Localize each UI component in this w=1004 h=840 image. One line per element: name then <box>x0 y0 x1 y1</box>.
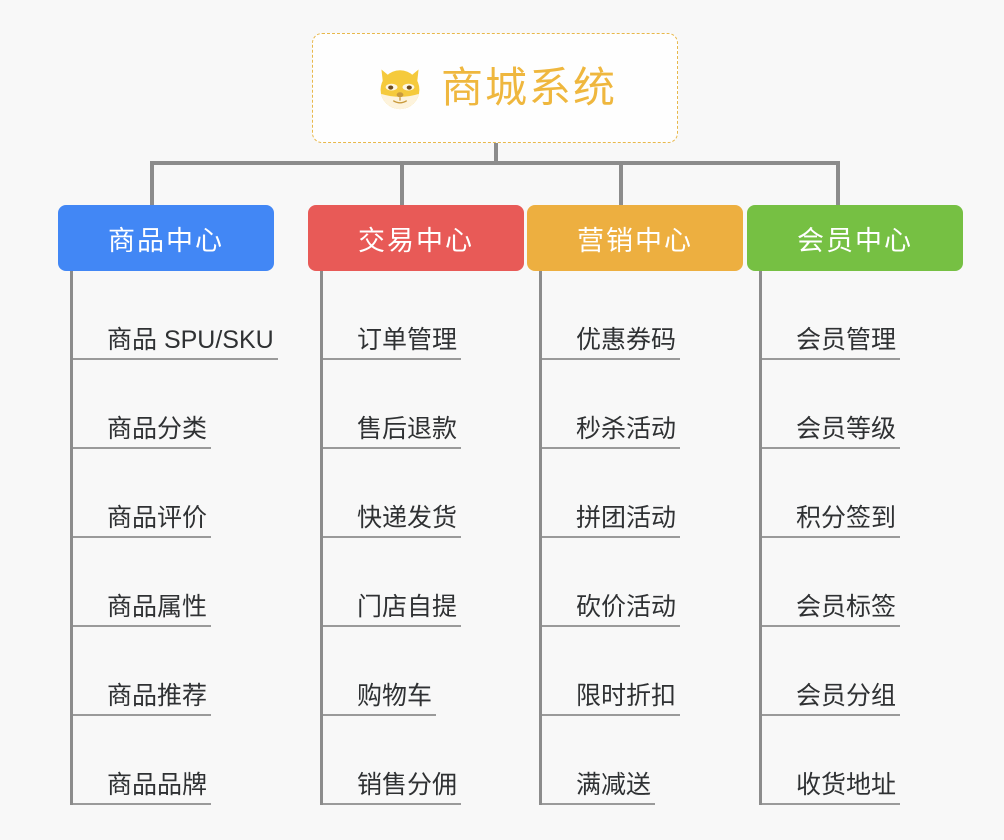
list-item[interactable]: 商品 SPU/SKU <box>73 271 278 360</box>
list-item-label: 会员标签 <box>796 593 897 621</box>
list-item-label: 会员等级 <box>796 415 897 443</box>
list-item[interactable]: 商品评价 <box>73 449 274 538</box>
item-underline <box>73 803 211 805</box>
item-list-marketing: 优惠券码 秒杀活动 拼团活动 砍价活动 限时折扣 满减送 <box>539 271 743 805</box>
item-underline <box>762 625 900 627</box>
list-item-label: 订单管理 <box>357 326 458 354</box>
list-item[interactable]: 购物车 <box>323 627 524 716</box>
list-item[interactable]: 售后退款 <box>323 360 524 449</box>
list-item-label: 购物车 <box>357 682 433 710</box>
item-underline <box>73 358 278 360</box>
list-item-label: 商品评价 <box>107 504 208 532</box>
list-item[interactable]: 限时折扣 <box>542 627 743 716</box>
list-item[interactable]: 商品分类 <box>73 360 274 449</box>
category-header-label: 营销中心 <box>577 225 693 256</box>
item-underline <box>762 803 900 805</box>
connector-drop-4 <box>836 161 840 205</box>
item-underline <box>323 803 461 805</box>
list-item[interactable]: 订单管理 <box>323 271 524 360</box>
list-item[interactable]: 快递发货 <box>323 449 524 538</box>
list-item[interactable]: 优惠券码 <box>542 271 743 360</box>
list-item-label: 秒杀活动 <box>576 415 677 443</box>
shiba-dog-face-icon <box>373 61 427 115</box>
list-item[interactable]: 收货地址 <box>762 716 963 805</box>
list-item[interactable]: 砍价活动 <box>542 538 743 627</box>
list-item[interactable]: 销售分佣 <box>323 716 524 805</box>
item-underline <box>73 625 211 627</box>
item-list-product: 商品 SPU/SKU 商品分类 商品评价 商品属性 商品推荐 商品品牌 <box>70 271 278 805</box>
item-underline <box>73 447 211 449</box>
list-item[interactable]: 会员等级 <box>762 360 963 449</box>
item-underline <box>542 803 655 805</box>
list-item-label: 拼团活动 <box>576 504 677 532</box>
connector-horizontal-bus <box>150 161 840 165</box>
list-item-label: 限时折扣 <box>576 682 677 710</box>
list-item-label: 商品属性 <box>107 593 208 621</box>
list-item[interactable]: 商品属性 <box>73 538 274 627</box>
item-list-member: 会员管理 会员等级 积分签到 会员标签 会员分组 收货地址 <box>759 271 963 805</box>
item-underline <box>323 714 436 716</box>
item-underline <box>323 447 461 449</box>
category-header-label: 交易中心 <box>358 225 474 256</box>
list-item-label: 优惠券码 <box>576 326 677 354</box>
list-item-label: 商品分类 <box>107 415 208 443</box>
category-header-member[interactable]: 会员中心 <box>747 205 963 271</box>
item-list-trade: 订单管理 售后退款 快递发货 门店自提 购物车 销售分佣 <box>320 271 524 805</box>
item-underline <box>542 447 680 449</box>
item-underline <box>762 714 900 716</box>
connector-root-stem <box>494 143 498 165</box>
category-column-product: 商品中心 商品 SPU/SKU 商品分类 商品评价 商品属性 商品推荐 <box>58 205 278 805</box>
item-underline <box>542 714 680 716</box>
item-underline <box>762 358 900 360</box>
category-column-marketing: 营销中心 优惠券码 秒杀活动 拼团活动 砍价活动 限时折扣 <box>527 205 743 805</box>
item-underline <box>542 625 680 627</box>
list-item-label: 会员分组 <box>796 682 897 710</box>
item-underline <box>73 536 211 538</box>
list-item-label: 门店自提 <box>357 593 458 621</box>
list-item-label: 砍价活动 <box>576 593 677 621</box>
item-underline <box>762 447 900 449</box>
list-item[interactable]: 会员标签 <box>762 538 963 627</box>
root-title: 商城系统 <box>440 64 617 111</box>
list-item-label: 满减送 <box>576 771 652 799</box>
category-header-marketing[interactable]: 营销中心 <box>527 205 743 271</box>
list-item-label: 快递发货 <box>357 504 458 532</box>
list-item[interactable]: 满减送 <box>542 716 743 805</box>
item-underline <box>323 536 461 538</box>
item-underline <box>73 714 211 716</box>
item-underline <box>542 358 680 360</box>
list-item-label: 会员管理 <box>796 326 897 354</box>
connector-drop-3 <box>619 161 623 205</box>
list-item-label: 商品推荐 <box>107 682 208 710</box>
list-item-label: 积分签到 <box>796 504 897 532</box>
list-item[interactable]: 秒杀活动 <box>542 360 743 449</box>
category-header-product[interactable]: 商品中心 <box>58 205 274 271</box>
item-underline <box>542 536 680 538</box>
root-node[interactable]: 商城系统 <box>312 33 678 143</box>
list-item-label: 收货地址 <box>796 771 897 799</box>
list-item[interactable]: 门店自提 <box>323 538 524 627</box>
category-header-trade[interactable]: 交易中心 <box>308 205 524 271</box>
category-column-trade: 交易中心 订单管理 售后退款 快递发货 门店自提 购物车 <box>308 205 524 805</box>
list-item-label: 销售分佣 <box>357 771 458 799</box>
item-underline <box>323 358 461 360</box>
list-item-label: 商品品牌 <box>107 771 208 799</box>
connector-drop-1 <box>150 161 154 205</box>
list-item[interactable]: 拼团活动 <box>542 449 743 538</box>
connector-drop-2 <box>400 161 404 205</box>
category-header-label: 会员中心 <box>797 225 913 256</box>
list-item[interactable]: 积分签到 <box>762 449 963 538</box>
category-header-label: 商品中心 <box>108 225 224 256</box>
list-item-label: 售后退款 <box>357 415 458 443</box>
category-column-member: 会员中心 会员管理 会员等级 积分签到 会员标签 会员分组 <box>747 205 963 805</box>
list-item[interactable]: 商品品牌 <box>73 716 274 805</box>
list-item[interactable]: 会员管理 <box>762 271 963 360</box>
list-item[interactable]: 商品推荐 <box>73 627 274 716</box>
item-underline <box>762 536 900 538</box>
list-item-label: 商品 SPU/SKU <box>107 326 274 354</box>
list-item[interactable]: 会员分组 <box>762 627 963 716</box>
item-underline <box>323 625 461 627</box>
